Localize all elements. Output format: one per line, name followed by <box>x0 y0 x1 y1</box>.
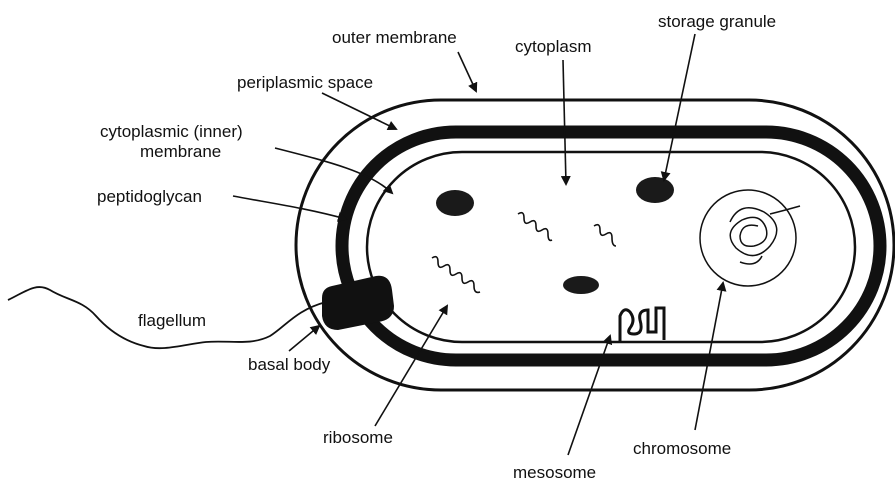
arrow-ribosome <box>375 306 447 426</box>
label-flagellum: flagellum <box>138 311 206 330</box>
label-cytoplasmic-inner-line2: membrane <box>140 142 221 161</box>
arrow-basal-body <box>289 326 319 351</box>
label-cytoplasmic-inner-line1: cytoplasmic (inner) <box>100 122 243 141</box>
label-basal-body: basal body <box>248 355 331 374</box>
cytoplasmic-membrane <box>367 152 855 342</box>
label-chromosome: chromosome <box>633 439 731 458</box>
chromosome-coil <box>700 190 800 286</box>
label-mesosome: mesosome <box>513 463 596 482</box>
peptidoglycan-layer <box>342 132 880 360</box>
mesosome-fold <box>620 308 664 342</box>
storage-granule-bottom <box>563 276 599 294</box>
labels: outer membrane cytoplasm storage granule… <box>97 12 776 482</box>
basal-body <box>322 276 394 330</box>
arrow-storage-granule <box>664 34 695 180</box>
label-ribosome: ribosome <box>323 428 393 447</box>
ribosome-coil-2 <box>594 225 616 246</box>
storage-granules <box>436 177 674 294</box>
ribosome-coil-3 <box>432 257 480 293</box>
storage-granule-right <box>636 177 674 203</box>
label-outer-membrane: outer membrane <box>332 28 457 47</box>
arrow-peptidoglycan <box>233 196 346 219</box>
ribosome-coil-1 <box>518 213 552 241</box>
storage-granule-left <box>436 190 474 216</box>
arrow-outer-membrane <box>458 52 476 91</box>
label-peptidoglycan: peptidoglycan <box>97 187 202 206</box>
leader-lines <box>233 34 723 455</box>
label-cytoplasm: cytoplasm <box>515 37 592 56</box>
arrow-cytoplasm <box>563 60 566 184</box>
label-storage-granule: storage granule <box>658 12 776 31</box>
cell-envelope <box>296 100 894 390</box>
label-periplasmic-space: periplasmic space <box>237 73 373 92</box>
